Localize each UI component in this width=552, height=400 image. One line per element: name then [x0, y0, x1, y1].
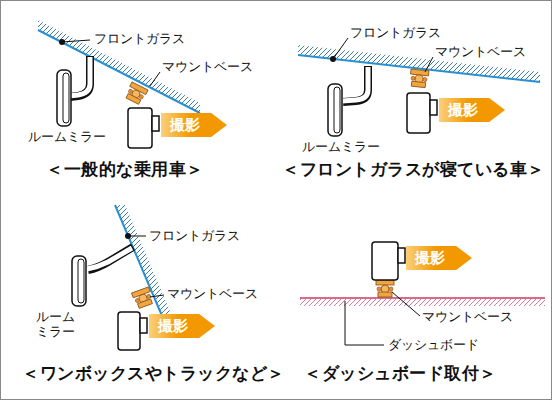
part-label: フロントガラス [149, 229, 240, 244]
arrow-text: 撮影 [448, 103, 505, 118]
part-label: ルーム ミラー [36, 310, 80, 340]
part-label: フロントガラス [94, 32, 185, 47]
shoot-arrow: 撮影 [149, 314, 215, 338]
arrow-text: 撮影 [170, 118, 227, 133]
panel-caption: ＜ワンボックスやトラックなど＞ [22, 364, 285, 384]
panel-caption: ＜フロントガラスが寝ている車＞ [282, 160, 545, 180]
shoot-arrow: 撮影 [439, 98, 505, 122]
part-label: ダッシュボード [388, 338, 479, 353]
part-label: マウントベース [167, 287, 258, 302]
arrow-text: 撮影 [158, 319, 215, 334]
part-label: フロントガラス [350, 26, 441, 41]
part-label: マウントベース [435, 45, 526, 60]
panel-caption: ＜ダッシュボード取付＞ [304, 364, 497, 384]
panel-caption: ＜一般的な乗用車＞ [46, 160, 204, 180]
part-label: マウントベース [422, 310, 513, 325]
arrow-text: 撮影 [415, 251, 472, 266]
part-label: ルームミラー [28, 130, 106, 145]
part-label: マウントベース [162, 60, 253, 75]
part-label: ルームミラー [302, 140, 380, 155]
shoot-arrow: 撮影 [161, 113, 227, 137]
shoot-arrow: 撮影 [406, 246, 472, 270]
